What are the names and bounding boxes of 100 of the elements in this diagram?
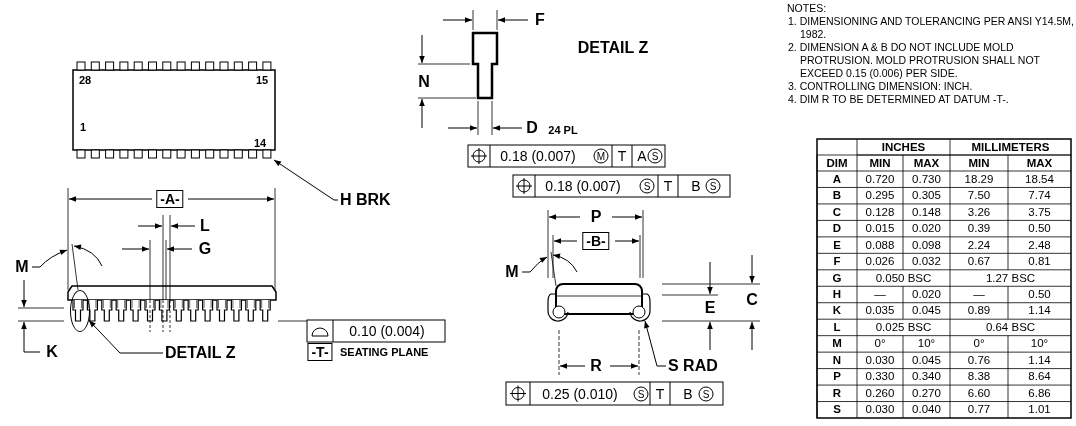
notes-heading: NOTES:: [787, 2, 828, 15]
leader-line: [644, 320, 667, 367]
column-header: INCHES: [881, 141, 926, 154]
dimension-value: 1.14: [1028, 305, 1051, 318]
dimension-value: —: [973, 289, 985, 301]
dim-letter: A: [832, 173, 842, 186]
callout-label: S RAD: [668, 355, 718, 377]
leader-line: [273, 159, 339, 201]
dim-letter: M: [832, 338, 842, 351]
note-text: 24 PL: [548, 124, 578, 136]
dimension-value: 0.045: [912, 355, 941, 367]
dimension-letter: N: [418, 74, 430, 90]
dimension-value: 0.032: [912, 256, 941, 268]
pin-number: 14: [254, 138, 267, 149]
dimension-value: 3.26: [967, 206, 991, 219]
dimension-value: 0.045: [912, 305, 941, 318]
dimension-value: 0°: [973, 338, 985, 351]
note-text: 3. CONTROLLING DIMENSION: INCH.: [787, 80, 974, 93]
pin-number: 28: [79, 75, 92, 86]
dimension-value: 0.295: [865, 190, 895, 202]
tolerance-value: 0.18 (0.007): [500, 149, 576, 163]
datum-reference: B: [683, 387, 693, 401]
dim-letter: G: [832, 272, 842, 285]
dimension-value: 0.340: [912, 371, 941, 384]
dimension-value: 0.035: [865, 305, 895, 318]
plane-label: SEATING PLANE: [340, 346, 429, 358]
detail-title: DETAIL Z: [577, 40, 649, 56]
dimension-letter: M: [505, 264, 519, 280]
dimension-value: 7.50: [967, 190, 991, 202]
datum-reference: T: [617, 149, 627, 163]
dimension-value: 0.720: [865, 173, 895, 186]
dim-letter: S: [833, 404, 841, 416]
column-header: MAX: [913, 157, 940, 170]
dimension-value: 1.01: [1028, 404, 1051, 416]
dimension-value: 0.030: [865, 355, 895, 367]
datum-reference: T: [655, 387, 665, 401]
datum-label: -T-: [307, 343, 333, 361]
dimension-value: 0.76: [967, 355, 991, 367]
pin-number: 1: [80, 122, 87, 133]
dimension-value: 7.74: [1028, 190, 1051, 202]
dim-letter: H: [832, 289, 842, 301]
dimension-value: 1.14: [1028, 355, 1051, 367]
dimension-value: —: [874, 289, 886, 301]
callout-label: DETAIL Z: [165, 342, 236, 364]
tolerance-value: 0.10 (0.004): [349, 324, 425, 338]
dimension-value: 0.128: [865, 206, 895, 219]
datum-label: -A-: [156, 190, 184, 208]
note-text: 1. DIMENSIONING AND TOLERANCING PER ANSI Y14.5M, 1982.: [787, 15, 1074, 41]
tolerance-value: 0.25 (0.010): [542, 387, 618, 401]
dimension-value: 10°: [1030, 338, 1049, 351]
dimension-value: 18.54: [1025, 173, 1054, 186]
leader-line: [88, 319, 164, 354]
dimension-letter: C: [746, 292, 758, 308]
dimension-letter: G: [198, 241, 212, 257]
dimension-letter: F: [535, 12, 545, 28]
column-header: DIM: [826, 157, 848, 170]
dimension-value: 0.305: [912, 190, 941, 202]
dimension-value: 6.60: [967, 388, 991, 400]
dim-letter: E: [833, 239, 841, 252]
dim-letter: C: [832, 206, 842, 219]
dimension-value: 0.67: [967, 256, 991, 268]
dim-letter: R: [832, 388, 842, 400]
dimension-value: 0.64 BSC: [985, 322, 1036, 334]
dimension-value: 0.77: [967, 404, 991, 416]
datum-reference: B: [691, 179, 701, 193]
column-header: MIN: [869, 157, 891, 170]
dimension-value: 0.050 BSC: [875, 272, 932, 285]
column-header: MIN: [968, 157, 990, 170]
pin-number: 15: [256, 75, 269, 86]
dimension-value: 6.86: [1028, 388, 1051, 400]
note-text: 2. DIMENSION A & B DO NOT INCLUDE MOLD PROTRUSION. MOLD PROTRUSION SHALL NOT EXCEED 0.15 (0.006) PER SIDE.: [787, 41, 1041, 80]
dim-letter: L: [833, 322, 841, 334]
dimension-value: 0.50: [1028, 223, 1051, 235]
callout-label: H BRK: [340, 189, 391, 211]
dim-letter: B: [832, 190, 842, 202]
dimension-value: 0.260: [865, 388, 895, 400]
dimension-letter: P: [590, 209, 602, 225]
dimension-value: 8.64: [1028, 371, 1051, 384]
dimension-value: 0.030: [865, 404, 895, 416]
dimension-letter: M: [15, 259, 29, 275]
dimension-letter: D: [526, 120, 538, 136]
dimension-value: 0°: [874, 338, 886, 351]
dimension-letter: E: [704, 300, 716, 316]
dimension-value: 0.81: [1028, 256, 1051, 268]
dimension-value: 0.098: [912, 239, 941, 252]
dimension-value: 2.48: [1028, 239, 1051, 252]
dimension-value: 3.75: [1028, 206, 1051, 219]
dim-letter: D: [832, 223, 842, 235]
column-header: MILLIMETERS: [971, 141, 1050, 154]
dimension-value: 0.088: [865, 239, 895, 252]
dimension-value: 1.27 BSC: [985, 272, 1036, 285]
dimension-value: 2.24: [967, 239, 991, 252]
dimension-value: 0.39: [967, 223, 991, 235]
dimension-value: 0.025 BSC: [875, 322, 932, 334]
datum-reference: T: [663, 179, 673, 193]
dimension-value: 0.330: [865, 371, 895, 384]
dimension-value: 18.29: [964, 173, 994, 186]
dimension-value: 0.148: [912, 206, 941, 219]
dimension-value: 0.026: [865, 256, 895, 268]
dim-letter: N: [832, 355, 842, 367]
